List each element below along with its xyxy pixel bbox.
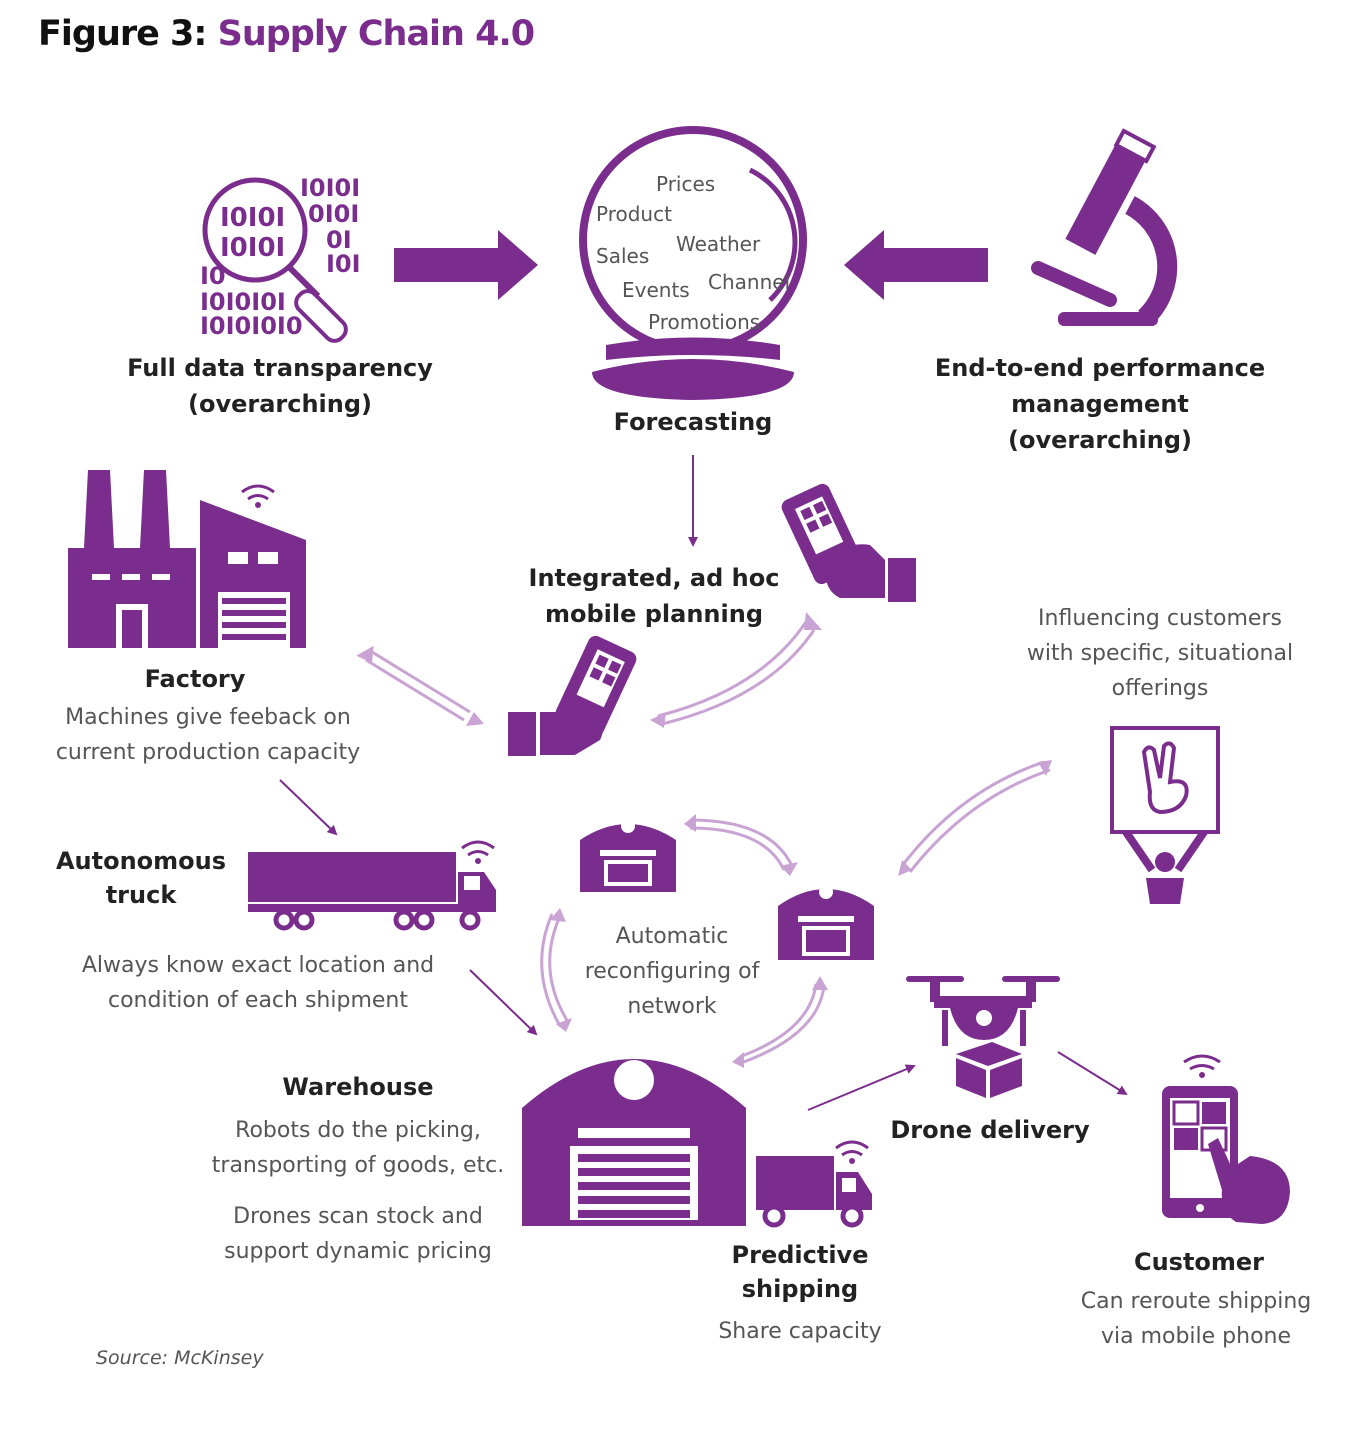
customer-label: Customer — [1133, 1248, 1265, 1276]
warehouse-label: Warehouse — [282, 1073, 434, 1101]
figure-title: Figure 3: Supply Chain 4.0 — [38, 14, 536, 54]
arrow-performance-to-forecasting — [844, 230, 988, 300]
customer-description: Can reroute shipping via mobile phone — [1080, 1289, 1312, 1349]
influencing-customers-text: Influencing customers with specific, sit… — [1026, 606, 1294, 701]
data-transparency-label: Full data transparency (overarching) — [127, 354, 433, 418]
mobile-planning-label: Integrated, ad hoc mobile planning — [528, 564, 780, 628]
predictive-shipping-description: Share capacity — [718, 1319, 882, 1344]
svg-text:I0I0I0I: I0I0I0I — [200, 288, 286, 316]
svg-text:I0: I0 — [200, 262, 226, 290]
arrow-transparency-to-forecasting — [394, 230, 538, 300]
svg-text:0I: 0I — [326, 226, 352, 254]
svg-text:I0I0I: I0I0I — [220, 233, 285, 263]
svg-text:0I0I: 0I0I — [308, 200, 359, 228]
magnifier-binary-icon: I0I0I I0I0I I0I0I 0I0I 0I I0I I0 I0I0I0I… — [200, 174, 361, 343]
drone-icon — [906, 976, 1060, 1098]
svg-text:I0I0I: I0I0I — [300, 174, 360, 202]
factory-description: Machines give feeback on current product… — [55, 705, 361, 765]
microscope-icon — [1031, 128, 1178, 326]
warehouse-icon — [522, 1059, 746, 1226]
truck-icon — [248, 840, 496, 931]
forecast-input-promotions: Promotions — [648, 310, 761, 334]
forecast-input-product: Product — [596, 202, 672, 226]
dark-arrows — [279, 779, 1128, 1111]
figure-title-main: Supply Chain 4.0 — [217, 14, 536, 54]
drone-delivery-label: Drone delivery — [890, 1116, 1090, 1144]
factory-icon — [68, 470, 306, 648]
crystal-ball-icon — [579, 126, 807, 400]
forecast-input-prices: Prices — [656, 172, 716, 196]
hand-phone-icon — [781, 483, 916, 602]
autonomous-truck-label: Autonomous truck — [55, 847, 227, 909]
sign-holder-icon — [1110, 726, 1220, 904]
network-reconfiguring-text: Automatic reconfiguring of network — [584, 924, 760, 1019]
truck-description: Always know exact location and condition… — [81, 953, 435, 1013]
svg-text:I0I0I0I0: I0I0I0I0 — [200, 312, 303, 340]
source-note: Source: McKinsey — [96, 1347, 264, 1369]
forecast-input-events: Events — [622, 278, 690, 302]
hand-phone-icon — [508, 635, 637, 756]
svg-text:I0I: I0I — [326, 250, 361, 278]
forecast-input-weather: Weather — [676, 232, 761, 256]
predictive-shipping-label: Predictive shipping — [731, 1241, 869, 1303]
warehouse-icon — [778, 885, 874, 960]
performance-management-label: End-to-end performance management (overa… — [934, 354, 1266, 454]
light-double-arrows — [356, 612, 1052, 1068]
forecast-input-sales: Sales — [596, 244, 650, 268]
phone-touch-icon — [1162, 1054, 1290, 1224]
factory-label: Factory — [144, 665, 246, 693]
figure-title-prefix: Figure 3: — [38, 14, 207, 54]
forecast-input-channel: Channel — [708, 270, 791, 294]
svg-text:I0I0I: I0I0I — [220, 203, 285, 233]
forecasting-label: Forecasting — [613, 408, 773, 436]
warehouse-description: Robots do the picking, transporting of g… — [211, 1118, 505, 1264]
van-icon — [756, 1140, 872, 1228]
warehouse-icon — [580, 819, 676, 892]
